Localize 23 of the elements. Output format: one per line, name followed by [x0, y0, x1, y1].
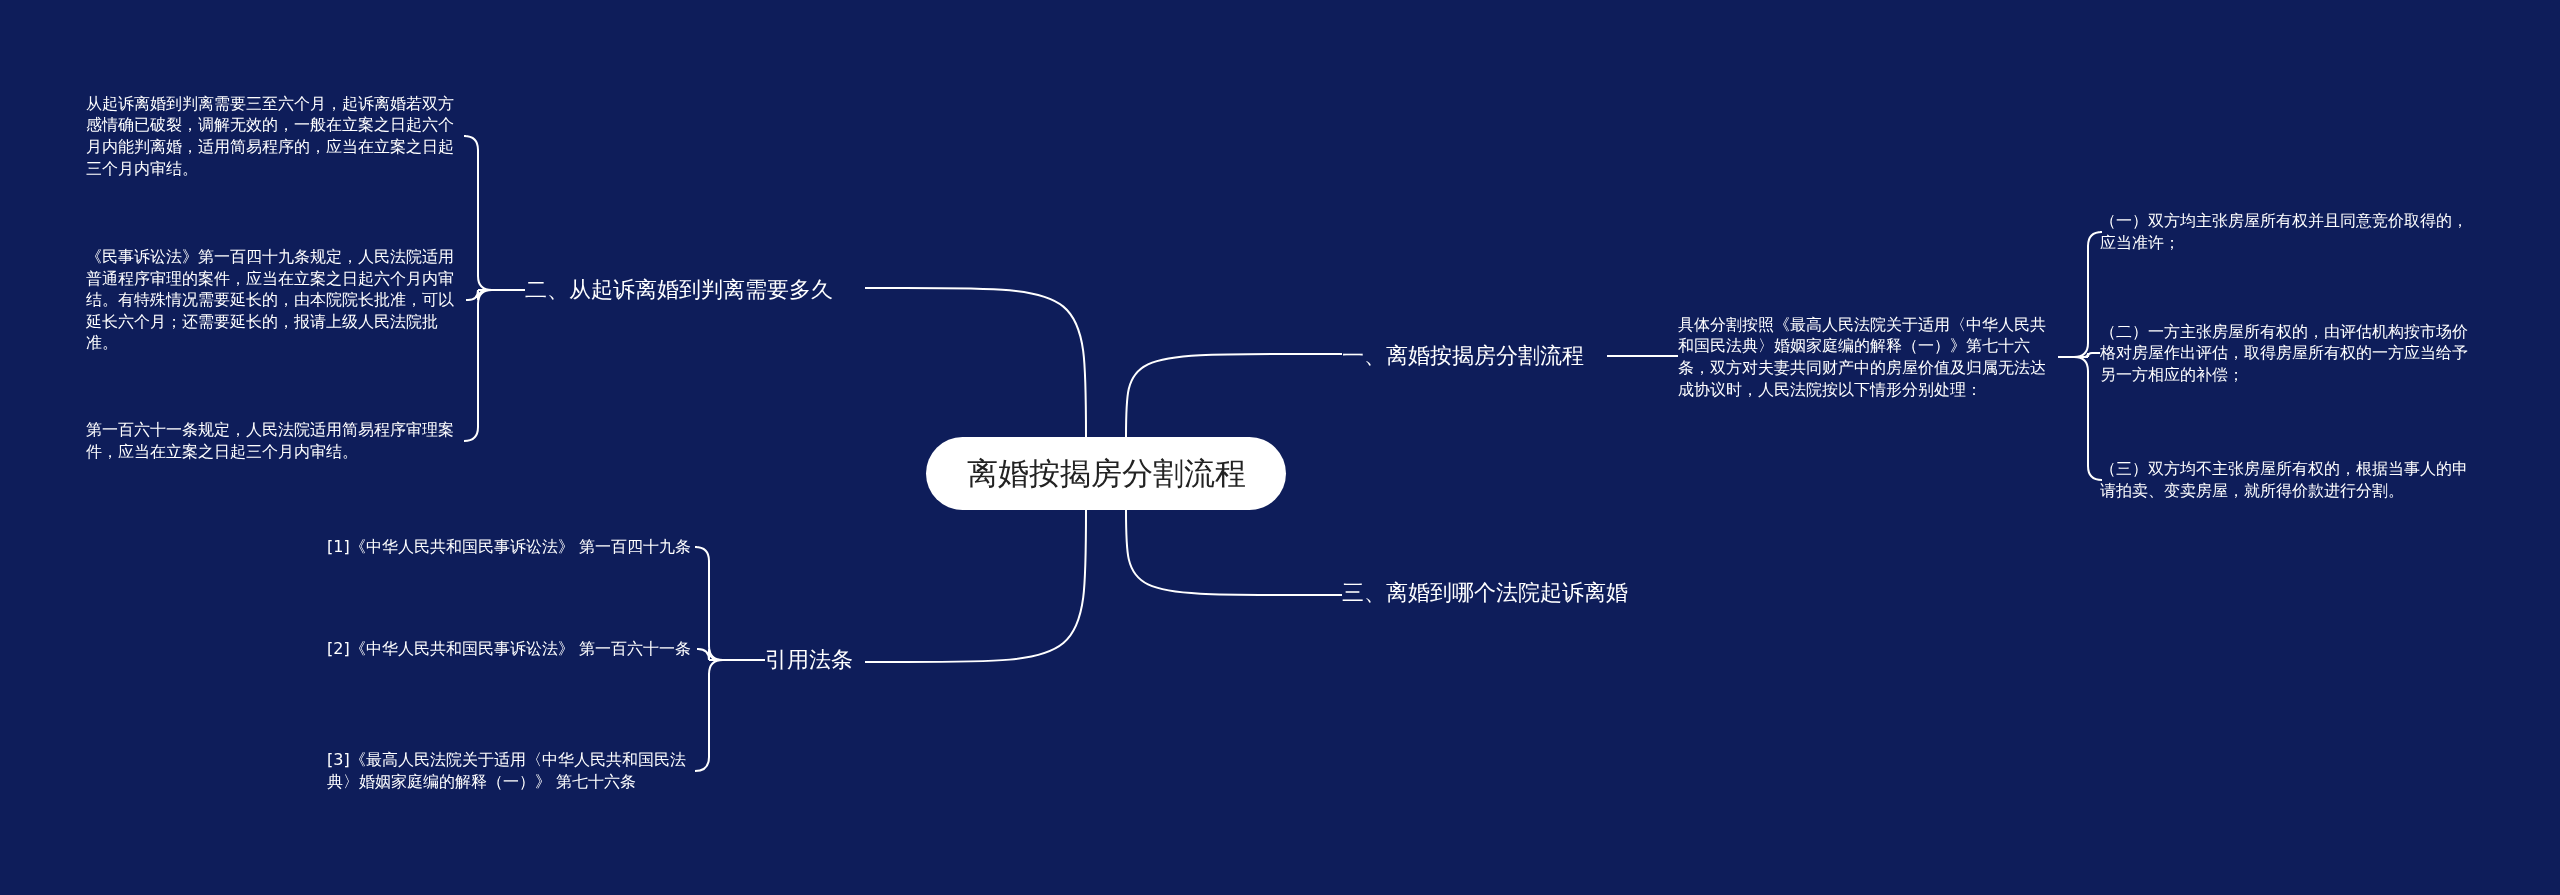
connector-line — [2057, 356, 2103, 481]
reference-text: [1]《中华人民共和国民事诉讼法》 第一百四十九条 — [327, 536, 691, 558]
branch-topic: 二、从起诉离婚到判离需要多久 — [525, 276, 833, 304]
detail-text: 《民事诉讼法》第一百四十九条规定，人民法院适用普通程序审理的案件，应当在立案之日起六个月内审结。有特殊情况需要延长的，由本院院长批准，可以延长六个月；还需要延长的，报请上级人民法院批准。 — [86, 246, 455, 354]
reference-text: [2]《中华人民共和国民事诉讼法》 第一百六十一条 — [327, 638, 691, 660]
connector-line — [864, 287, 1087, 438]
detail-text: （二）一方主张房屋所有权的，由评估机构按市场价格对房屋作出评估，取得房屋所有权的一方应当给予另一方相应的补偿； — [2100, 320, 2469, 386]
reference-text: [3]《最高人民法院关于适用〈中华人民共和国民法典〉婚姻家庭编的解释（一）》 第七十六条 — [327, 749, 687, 793]
connector-line — [463, 289, 526, 442]
detail-text: 具体分割按照《最高人民法院关于适用〈中华人民共和国民法典〉婚姻家庭编的解释（一）》第七十六条，双方对夫妻共同财产中的房屋价值及归属无法达成协议时，人民法院按以下情形分别处理： — [1678, 313, 2047, 401]
connector-line — [1125, 353, 1343, 438]
branch-topic: 一、离婚按揭房分割流程 — [1342, 342, 1584, 370]
detail-text: 第一百六十一条规定，人民法院适用简易程序审理案件，应当在立案之日起三个月内审结。 — [86, 419, 455, 463]
connector-line — [1125, 509, 1343, 596]
connector-line — [864, 509, 1087, 663]
branch-topic: 引用法条 — [765, 646, 853, 674]
connector-line — [1606, 355, 1679, 357]
connector-line — [694, 659, 766, 772]
detail-text: 从起诉离婚到判离需要三至六个月，起诉离婚若双方感情确已破裂，调解无效的，一般在立案之日起六个月内能判离婚，适用简易程序的，应当在立案之日起三个月内审结。 — [86, 92, 455, 180]
center-topic: 离婚按揭房分割流程 — [966, 453, 1246, 493]
detail-text: （三）双方均不主张房屋所有权的，根据当事人的申请拍卖、变卖房屋，就所得价款进行分割。 — [2100, 458, 2469, 502]
detail-text: （一）双方均主张房屋所有权并且同意竞价取得的，应当准许； — [2100, 210, 2469, 254]
branch-topic: 三、离婚到哪个法院起诉离婚 — [1342, 579, 1628, 607]
